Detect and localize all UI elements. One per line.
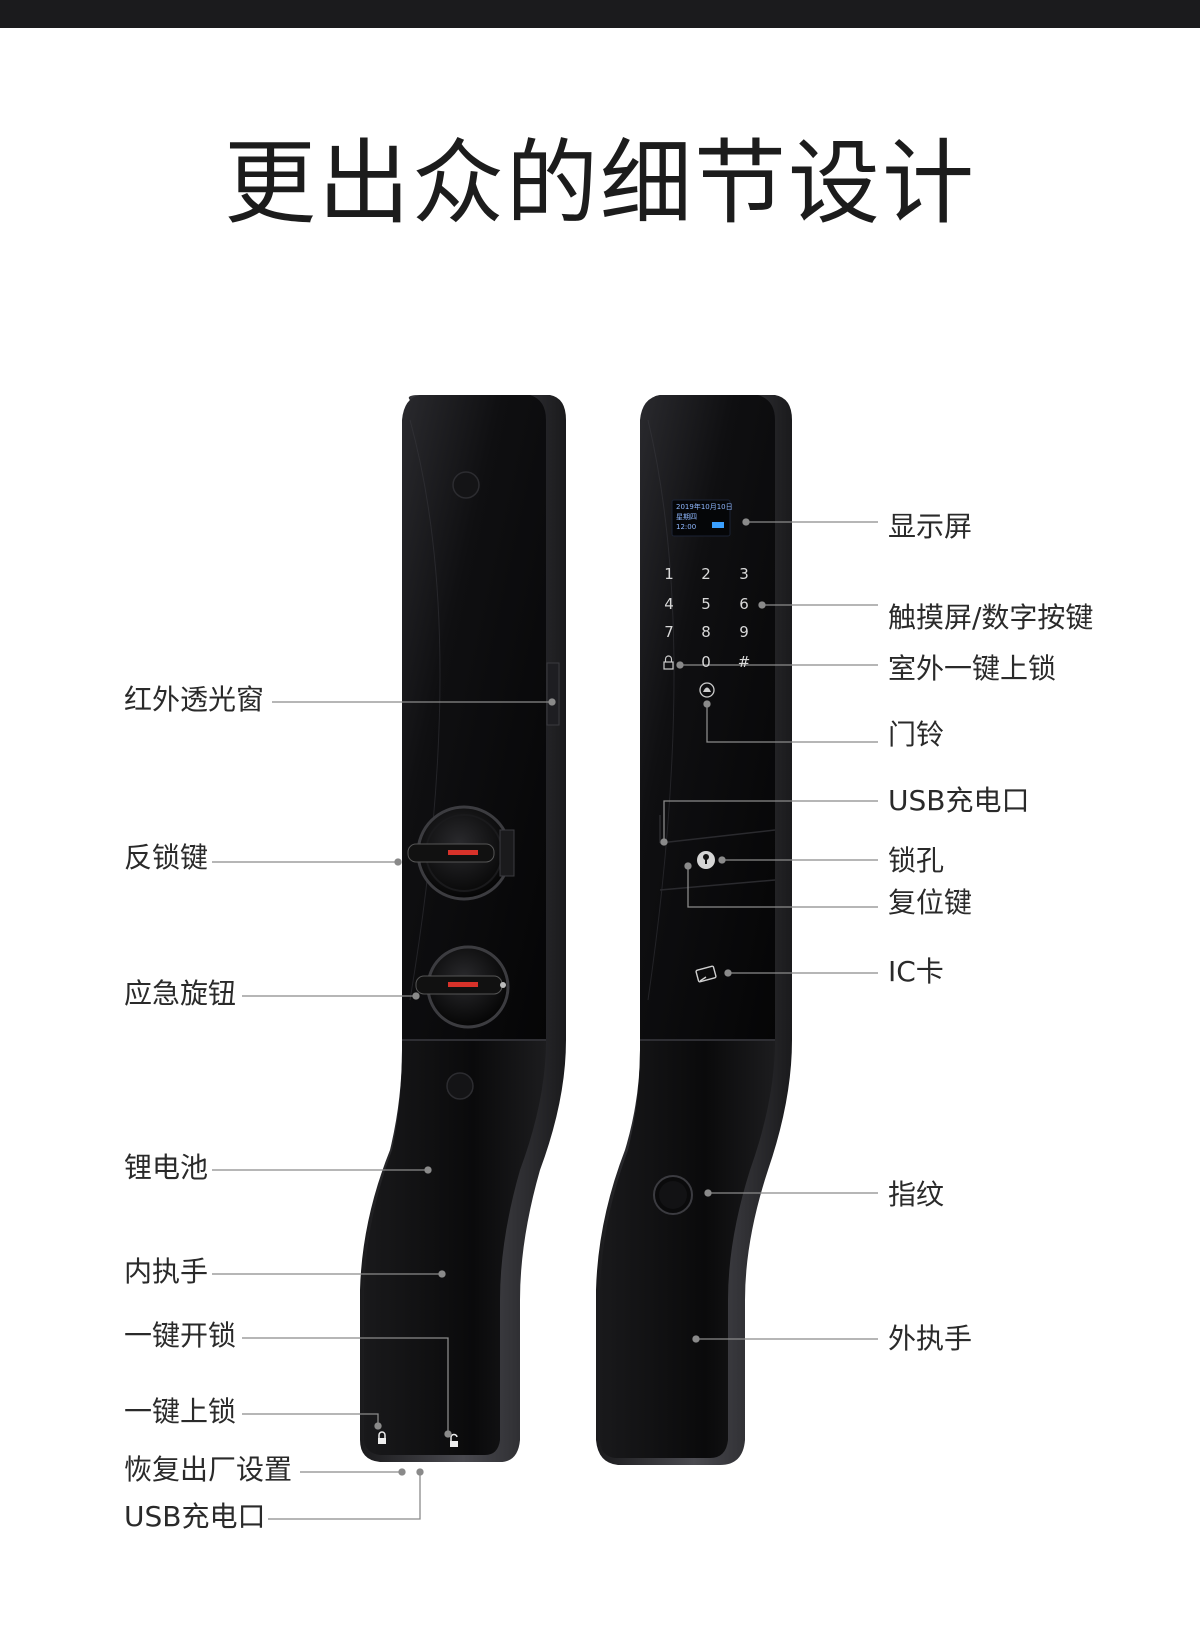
screen-date: 2019年10月10日 <box>676 503 733 511</box>
keypad-key[interactable]: 8 <box>701 623 711 641</box>
label-emergency-knob: 应急旋钮 <box>124 977 237 1010</box>
label-infrared: 红外透光窗 <box>124 683 265 716</box>
label-inner-handle: 内执手 <box>124 1255 209 1288</box>
label-lithium-battery: 锂电池 <box>124 1151 209 1184</box>
label-touchscreen: 触摸屏/数字按键 <box>888 601 1094 634</box>
lock-icon-small <box>378 1431 386 1444</box>
top-bar <box>0 0 1200 28</box>
screen-time: 12:00 <box>676 523 697 531</box>
keypad-key[interactable]: 1 <box>664 565 674 583</box>
label-factory-reset: 恢复出厂设置 <box>124 1453 293 1486</box>
ic-card-icon <box>695 965 717 983</box>
label-usb-port-inner: USB充电口 <box>124 1500 266 1533</box>
unlock-icon-small <box>450 1433 458 1447</box>
label-one-key-unlock: 一键开锁 <box>124 1319 237 1352</box>
label-reset-key: 复位键 <box>888 886 973 919</box>
label-display: 显示屏 <box>888 510 973 543</box>
inner-lock-body <box>360 395 566 1462</box>
keypad-key[interactable]: 4 <box>664 595 674 613</box>
keypad-key[interactable]: 7 <box>664 623 674 641</box>
keypad-key[interactable]: 9 <box>739 623 749 641</box>
label-ic-card: IC卡 <box>888 955 944 988</box>
label-doorbell: 门铃 <box>888 718 945 751</box>
keypad-key[interactable]: 5 <box>701 595 711 613</box>
keypad-key[interactable]: 2 <box>701 565 711 583</box>
label-outdoor-lock: 室外一键上锁 <box>888 652 1057 685</box>
keypad-key[interactable]: 0 <box>701 653 711 671</box>
page-title: 更出众的细节设计 <box>223 130 976 237</box>
label-fingerprint: 指纹 <box>888 1178 945 1211</box>
label-outer-handle: 外执手 <box>888 1322 973 1355</box>
keypad-key[interactable]: # <box>737 653 751 671</box>
keypad-key[interactable]: 6 <box>739 595 749 613</box>
label-keyhole: 锁孔 <box>888 844 945 877</box>
screen-weekday: 星期四 <box>676 513 697 521</box>
label-one-key-lock: 一键上锁 <box>124 1395 237 1428</box>
outer-lock-body <box>596 395 792 1465</box>
label-usb-port-outer: USB充电口 <box>888 784 1030 817</box>
label-anti-lock: 反锁键 <box>124 841 209 874</box>
keypad-key[interactable]: 3 <box>739 565 749 583</box>
